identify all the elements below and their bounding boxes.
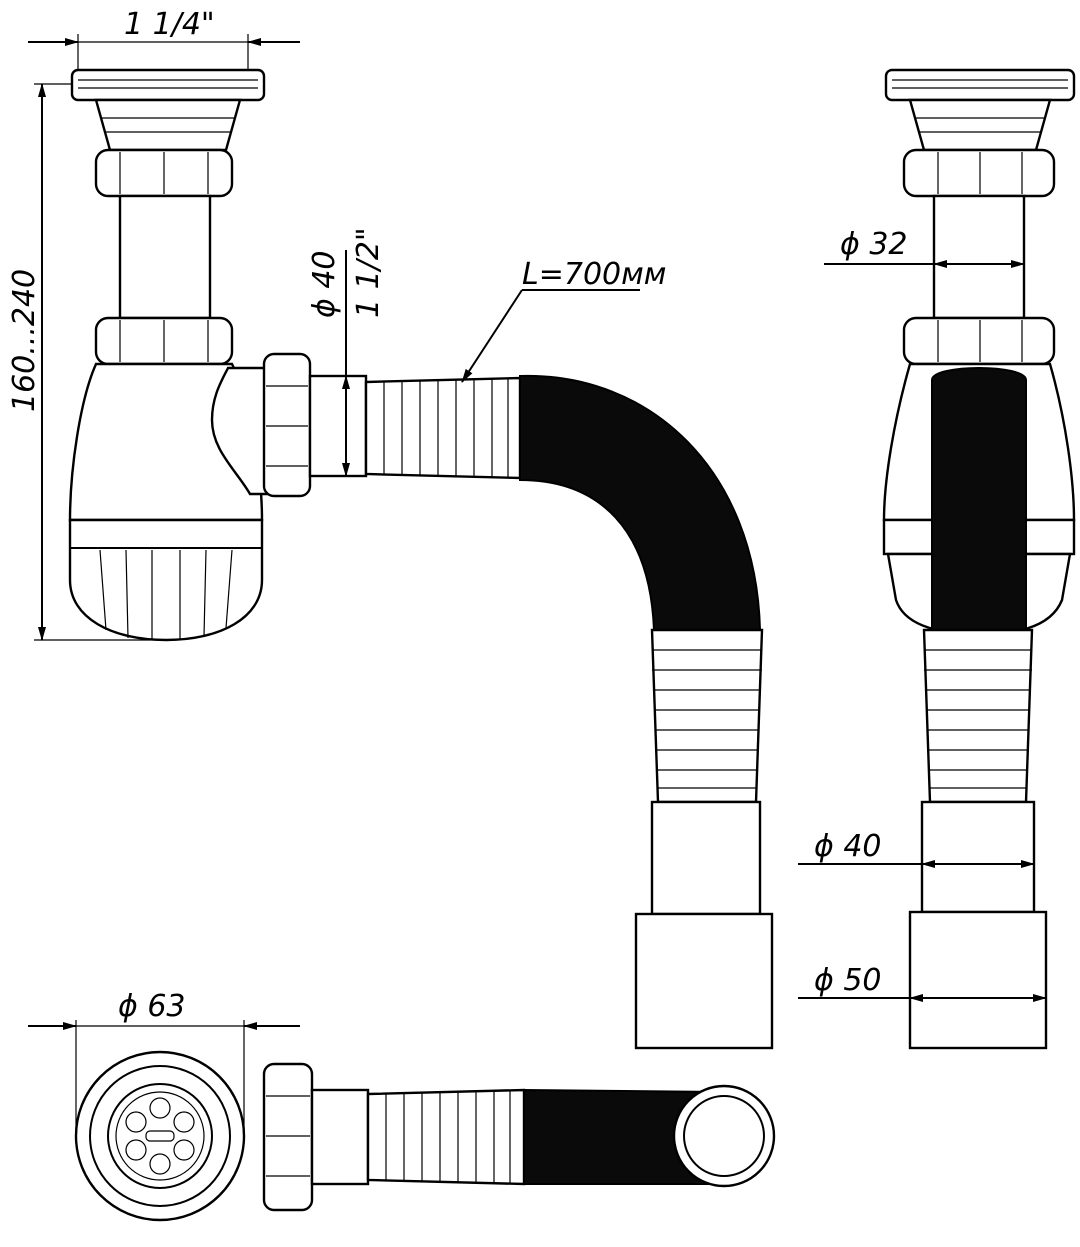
side-pipe-40 [920, 800, 1036, 914]
side-tube [932, 194, 1026, 320]
side-funnel [908, 98, 1052, 152]
front-funnel [94, 98, 242, 152]
side-upper-nut [902, 148, 1056, 198]
dimension-lines [28, 34, 1047, 1136]
top-outlet-nut [262, 1062, 314, 1212]
label-inlet-thread: 1 1/4" [124, 7, 215, 42]
side-corrugated-lower [922, 628, 1034, 804]
top-outlet-spigot [310, 1088, 370, 1186]
hose-corrugated-lower [650, 628, 764, 804]
hose-ribs-front [383, 378, 509, 478]
side-ribs-lower [924, 649, 1032, 789]
side-view [882, 68, 1076, 1050]
outlet-pipe-50 [634, 912, 774, 1050]
top-outlet-pipe [672, 1084, 776, 1188]
grate-holes [125, 1097, 195, 1175]
side-top-flange [884, 68, 1076, 102]
top-outer-ring [74, 1050, 246, 1222]
label-pipe-diameter-50: ϕ 50 [814, 963, 882, 998]
label-grate-diameter: ϕ 63 [118, 989, 186, 1024]
top-view [74, 1050, 776, 1222]
label-hose-length: L=700мм [522, 257, 666, 292]
outlet-pipe-40 [650, 800, 762, 916]
label-outlet-thread: 1 1/2" [351, 227, 386, 318]
front-view [68, 68, 774, 1050]
side-black-hose [931, 367, 1027, 631]
hose-black-bend [519, 374, 762, 631]
side-lower-nut [902, 316, 1056, 366]
label-outlet-diameter: ϕ 40 [307, 251, 342, 319]
front-tube [118, 194, 212, 320]
front-bottom-cap [68, 518, 264, 642]
dimension-labels: 1 1/4" 160...240 ϕ 40 1 1/2" L=700мм ϕ 3… [7, 7, 908, 1024]
top-hose-ribs [385, 1090, 511, 1184]
hose-corrugated-start [364, 376, 522, 480]
front-outlet-spigot [308, 374, 368, 478]
top-hose-corrugated [366, 1088, 526, 1186]
front-outlet-nut [262, 352, 312, 498]
front-top-flange [70, 68, 266, 102]
front-side-branch [210, 366, 274, 496]
label-height-range: 160...240 [7, 269, 42, 412]
label-pipe-diameter-40: ϕ 40 [814, 829, 882, 864]
hose-ribs-lower [652, 649, 762, 789]
side-pipe-50 [908, 910, 1048, 1050]
label-pipe-diameter-32: ϕ 32 [840, 227, 908, 262]
